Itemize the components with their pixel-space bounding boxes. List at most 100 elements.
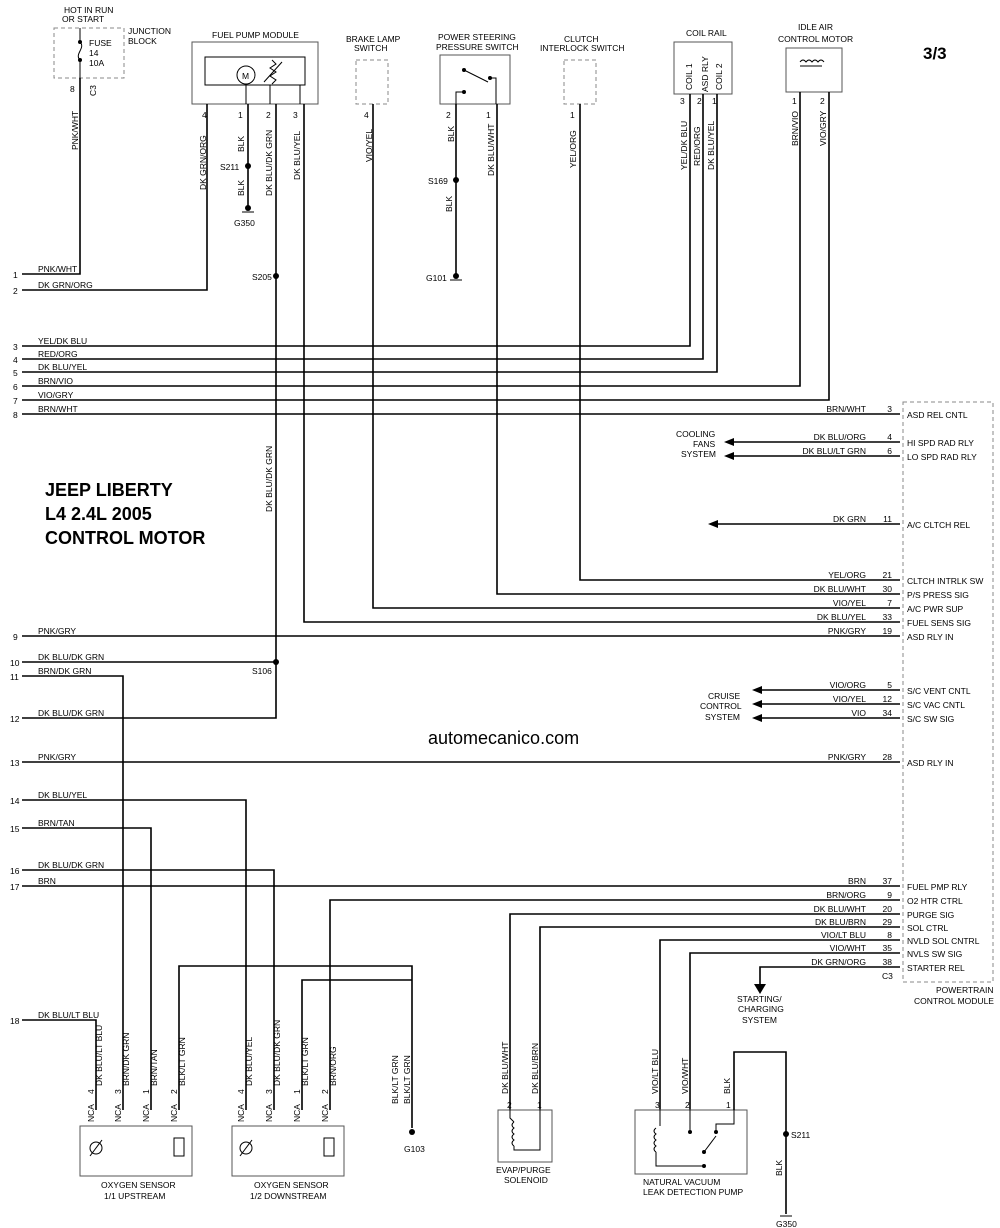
pcm-pin-number: 28 <box>883 752 893 762</box>
pcm-pin-number: 6 <box>887 446 892 456</box>
pcm-pin-function: PURGE SIG <box>907 910 954 920</box>
pcm-pin-function: ASD RLY IN <box>907 632 953 642</box>
coil-pin-1: 1 <box>712 96 717 106</box>
wire-dk-blu-lt-blu <box>22 1019 97 1110</box>
left-wire-color-label: YEL/DK BLU <box>38 336 87 346</box>
o2-upstream-pin: 2 <box>169 1089 179 1094</box>
pcm-wire-color-label: DK BLU/BRN <box>815 917 866 927</box>
wire-dk-blu-yel-14 <box>22 799 247 1110</box>
pcm-pin-number: 20 <box>883 904 893 914</box>
fp-pin-4: 4 <box>202 110 207 120</box>
left-wire-color-label: BRN/TAN <box>38 818 75 828</box>
clutch-label-2: INTERLOCK SWITCH <box>540 43 625 53</box>
wire-label-ps-blk: BLK <box>446 126 456 142</box>
wire-dk-blu-dk-grn-16 <box>22 869 275 1110</box>
starting-label-3: SYSTEM <box>742 1015 777 1025</box>
sender-resistor-icon <box>269 59 277 85</box>
ps-switch-label-1: POWER STEERING <box>438 32 516 42</box>
pcm-wire-color-label: VIO/LT BLU <box>821 930 866 940</box>
left-wire-number: 1 <box>13 270 18 280</box>
pcm-wire-color-label: DK BLU/WHT <box>814 584 866 594</box>
wire-dk-grn-org <box>759 966 900 986</box>
nvld-label-2: LEAK DETECTION PUMP <box>643 1187 743 1197</box>
left-wire-number: 4 <box>13 355 18 365</box>
left-wire-color-label: DK BLU/YEL <box>38 790 87 800</box>
wire-label-evap-dk-blu-wht: DK BLU/WHT <box>500 1042 510 1094</box>
pcm-wire-color-label: VIO/YEL <box>833 694 866 704</box>
left-wire-number: 7 <box>13 396 18 406</box>
wire-label-blk-lt-grn-g103b: BLK/LT GRN <box>402 1055 412 1104</box>
wire-brn-dk-grn <box>22 675 124 1110</box>
pcm-pin-number: 29 <box>883 917 893 927</box>
wire-vio-gry <box>22 92 830 401</box>
title-line-3: CONTROL MOTOR <box>45 528 205 548</box>
pcm-pin-number: 19 <box>883 626 893 636</box>
pcm-pin-number: 38 <box>883 957 893 967</box>
asd-rly-label: ASD RLY <box>700 56 710 92</box>
wire-label-evap-dk-blu-brn: DK BLU/BRN <box>530 1043 540 1094</box>
pcm-pin-number: 35 <box>883 943 893 953</box>
wire-vio-wht <box>689 952 900 1110</box>
left-wire-number: 11 <box>10 672 19 682</box>
wire-label-nvld-blk: BLK <box>722 1078 732 1094</box>
left-wire-color-label: PNK/GRY <box>38 752 76 762</box>
wire-label-dk-blu-yel-coil: DK BLU/YEL <box>706 121 716 170</box>
splice-s169-label: S169 <box>428 176 448 186</box>
c3-pin-label: 8 <box>70 84 75 94</box>
wire-label-yel-dk-blu-top: YEL/DK BLU <box>679 121 689 170</box>
left-wire-number: 16 <box>10 866 20 876</box>
wire-label-blk-lt-grn-g103a: BLK/LT GRN <box>390 1055 400 1104</box>
ps-switch-contact <box>463 69 489 83</box>
pcm-pin-function: SOL CTRL <box>907 923 949 933</box>
ground-g103-label: G103 <box>404 1144 425 1154</box>
cruise-label-1: CRUISE <box>708 691 740 701</box>
nca-label: NCA <box>141 1104 151 1122</box>
left-wire-number: 6 <box>13 382 18 392</box>
fp-pin-3: 3 <box>293 110 298 120</box>
pcm-pin-number: 34 <box>883 708 893 718</box>
left-wire-number: 8 <box>13 410 18 420</box>
wire-label-vio-yel-top: VIO/YEL <box>364 129 374 162</box>
starting-label-1: STARTING/ <box>737 994 782 1004</box>
pcm-wire-color-label: DK BLU/LT GRN <box>803 446 866 456</box>
left-wire-number: 10 <box>10 658 20 668</box>
pcm-wire-color-label: PNK/GRY <box>828 752 866 762</box>
coil-pin-3: 3 <box>680 96 685 106</box>
splice-s211-top-label: S211 <box>220 162 239 172</box>
pcm-wire-color-label: VIO/YEL <box>833 598 866 608</box>
nca-label: NCA <box>113 1104 123 1122</box>
left-wire-color-label: PNK/GRY <box>38 626 76 636</box>
splice-s205 <box>273 273 279 279</box>
wire-dk-blu-yel-fuel-sens <box>303 104 900 623</box>
ps-pin-2: 2 <box>446 110 451 120</box>
nvld-pin-3: 3 <box>655 1100 660 1110</box>
solenoid-coil-icon <box>511 1121 515 1147</box>
wire-label-blk-3: BLK <box>444 196 454 212</box>
splice-s205-label: S205 <box>252 272 272 282</box>
splice-s169 <box>453 177 459 183</box>
fuse-symbol <box>77 41 83 61</box>
title-line-1: JEEP LIBERTY <box>45 480 173 500</box>
pcm-pin-function: S/C SW SIG <box>907 714 954 724</box>
pcm-pin-number: 37 <box>883 876 893 886</box>
starting-label-2: CHARGING <box>738 1004 784 1014</box>
pcm-wire-color-label: DK GRN/ORG <box>811 957 866 967</box>
hot-in-run-label-1: HOT IN RUN <box>64 5 113 15</box>
pcm-pin-number: 11 <box>883 514 892 524</box>
watermark: automecanico.com <box>428 728 579 748</box>
arrow-icon <box>708 520 718 528</box>
left-wire-number: 17 <box>10 882 20 892</box>
nvld-pump-box <box>634 1109 748 1175</box>
pcm-label-2: CONTROL MODULE <box>914 996 994 1006</box>
pcm-pin-function: A/C CLTCH REL <box>907 520 970 530</box>
pcm-pin-function: ASD REL CNTL <box>907 410 968 420</box>
fuse-number: 14 <box>89 48 99 58</box>
pcm-pin-function: HI SPD RAD RLY <box>907 438 974 448</box>
o2-downstream-box <box>231 1125 345 1177</box>
cruise-label-3: SYSTEM <box>705 712 740 722</box>
left-wire-color-label: DK BLU/DK GRN <box>38 652 104 662</box>
iac-pin-2: 2 <box>820 96 825 106</box>
o2-downstream-pin: 4 <box>236 1089 246 1094</box>
pcm-pin-function: A/C PWR SUP <box>907 604 964 614</box>
